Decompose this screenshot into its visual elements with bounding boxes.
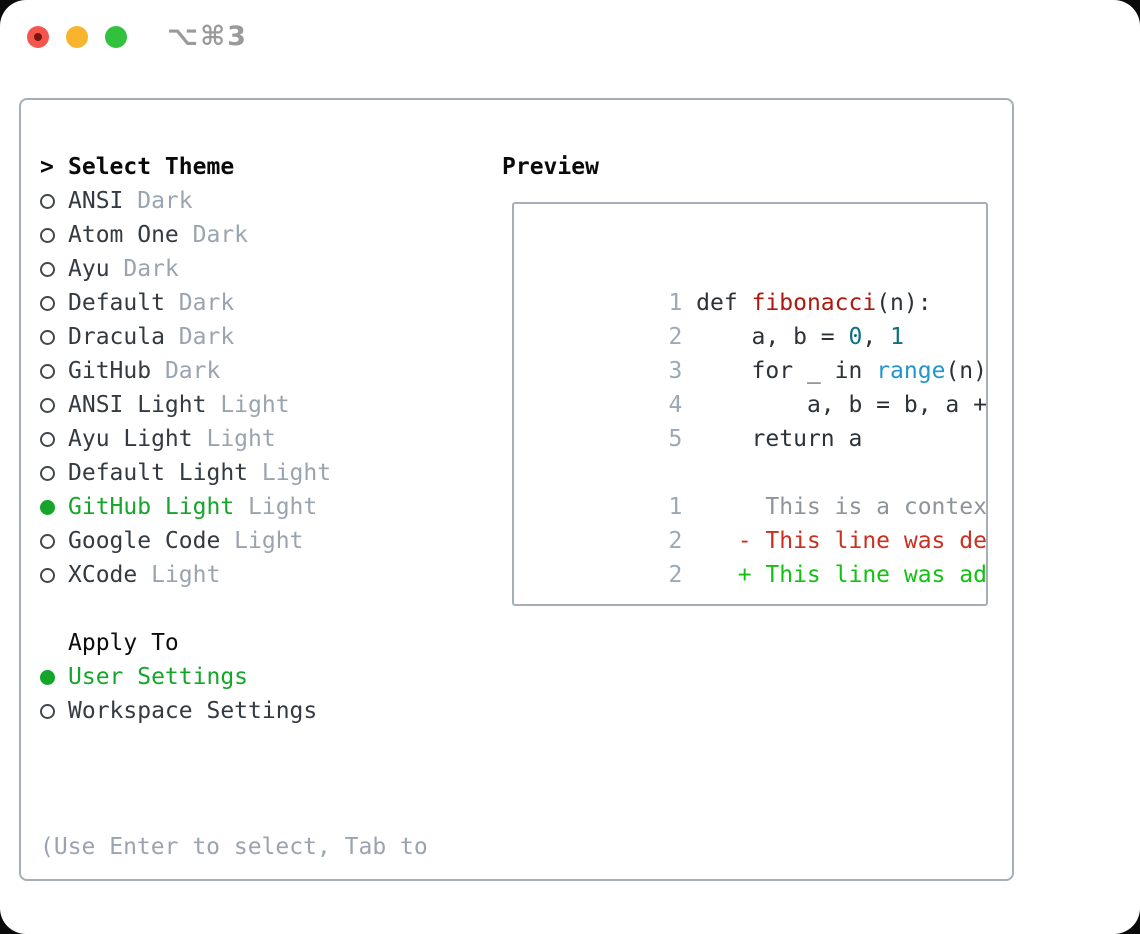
traffic-lights	[27, 26, 127, 48]
radio-unselected-icon	[40, 193, 55, 209]
divider	[40, 728, 428, 762]
line-number: 2	[668, 528, 683, 554]
line-number: 1	[668, 290, 683, 316]
code-line: 2 a, b = 0, 1	[530, 286, 986, 350]
apply-to-header: Apply To	[40, 626, 428, 660]
diff-plus-icon: +	[737, 562, 752, 588]
radio-unselected-icon	[40, 465, 55, 481]
radio-unselected-icon	[40, 533, 55, 549]
diff-deleted-line: 2-This line was deleted.	[530, 490, 986, 554]
radio-unselected-icon	[40, 363, 55, 379]
apply-option-user-settings[interactable]: User Settings	[40, 660, 428, 694]
radio-unselected-icon	[40, 567, 55, 583]
line-number: 3	[668, 358, 683, 384]
radio-selected-icon	[40, 669, 55, 685]
radio-unselected-icon	[40, 295, 55, 311]
line-number: 1	[668, 494, 683, 520]
line-number: 2	[668, 324, 683, 350]
radio-unselected-icon	[40, 261, 55, 277]
theme-list-title: Select Theme	[68, 154, 235, 180]
zoom-button[interactable]	[105, 26, 127, 48]
radio-unselected-icon	[40, 329, 55, 345]
radio-unselected-icon	[40, 397, 55, 413]
radio-unselected-icon	[40, 431, 55, 447]
theme-list-header: > Select Theme	[40, 150, 428, 184]
keyboard-hint-line1: (Use Enter to select, Tab to	[40, 834, 428, 860]
minimize-button[interactable]	[66, 26, 88, 48]
preview-title: Preview	[502, 154, 599, 180]
line-number: 4	[668, 392, 683, 418]
line-number: 2	[668, 562, 683, 588]
code-line: 4 a, b = b, a + b	[530, 354, 986, 418]
code-line: 3 for _ in range(n):	[530, 320, 986, 384]
divider	[40, 592, 428, 626]
diff-minus-icon: -	[737, 528, 752, 554]
apply-option-workspace-settings[interactable]: Workspace Settings	[40, 694, 428, 728]
diff-added-line: 2+This line was added.	[530, 524, 986, 588]
keyboard-hint: (Use Enter to select, Tab to change focu…	[40, 762, 428, 934]
apply-to-title: Apply To	[68, 630, 179, 656]
close-button[interactable]	[27, 26, 49, 48]
code-line: 5 return a	[530, 388, 986, 452]
radio-unselected-icon	[40, 703, 55, 719]
radio-unselected-icon	[40, 227, 55, 243]
focus-prompt-icon: >	[40, 154, 54, 180]
line-number: 5	[668, 426, 683, 452]
window-title: ⌥⌘3	[167, 21, 248, 52]
radio-selected-icon	[40, 499, 55, 515]
